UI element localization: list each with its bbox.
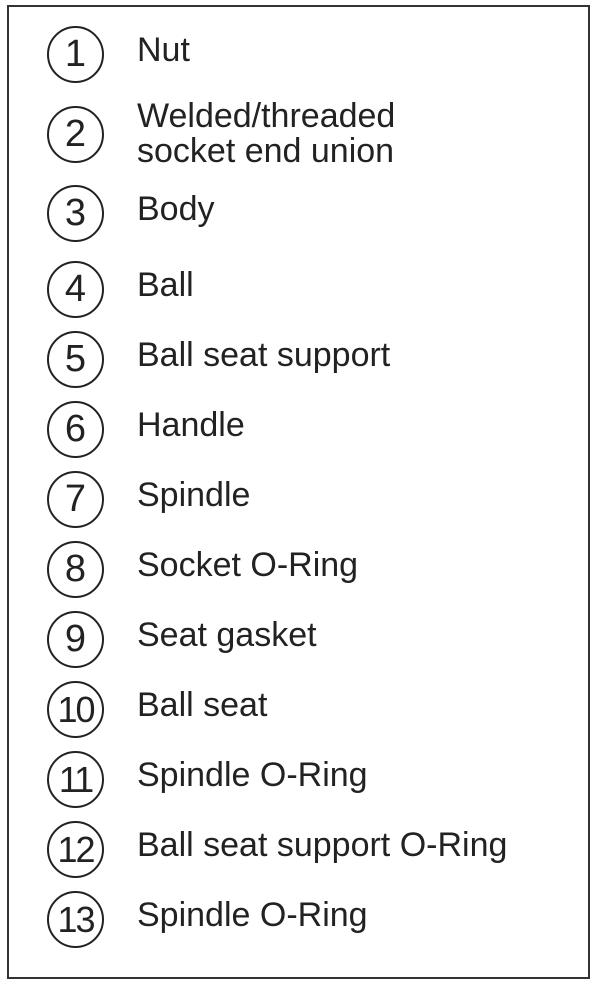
item-label: Ball seat [137, 686, 268, 724]
item-number-badge: 11 [47, 751, 104, 808]
legend-item: 13 Spindle O-Ring [9, 890, 588, 950]
item-number-badge: 6 [47, 401, 104, 458]
legend-item: 7 Spindle [9, 470, 588, 530]
item-number-badge: 12 [47, 821, 104, 878]
item-number-badge: 4 [47, 261, 104, 318]
legend-item: 1 Nut [9, 25, 588, 85]
item-label: Ball seat support O-Ring [137, 826, 508, 864]
legend-item: 11 Spindle O-Ring [9, 750, 588, 810]
legend-item: 9 Seat gasket [9, 610, 588, 670]
legend-item: 6 Handle [9, 400, 588, 460]
item-number-badge: 5 [47, 331, 104, 388]
item-label: Body [137, 190, 215, 228]
item-label-line-2: socket end union [137, 132, 395, 170]
legend-item: 5 Ball seat support [9, 330, 588, 390]
legend-item: 3 Body [9, 184, 588, 244]
legend-item: 2 Welded/threaded socket end union [9, 99, 588, 169]
item-label-line-1: Welded/threaded [137, 97, 396, 135]
item-label: Ball [137, 266, 194, 304]
item-label: Spindle O-Ring [137, 756, 368, 794]
item-number-badge: 7 [47, 471, 104, 528]
item-label: Welded/threaded socket end union [137, 99, 395, 169]
item-number-badge: 8 [47, 541, 104, 598]
item-label: Socket O-Ring [137, 546, 359, 584]
item-label: Seat gasket [137, 616, 317, 654]
item-label: Handle [137, 406, 245, 444]
legend-item: 12 Ball seat support O-Ring [9, 820, 588, 880]
item-number-badge: 3 [47, 185, 104, 242]
legend-item: 8 Socket O-Ring [9, 540, 588, 600]
item-number-badge: 13 [47, 891, 104, 948]
item-number-badge: 9 [47, 611, 104, 668]
item-label: Spindle O-Ring [137, 896, 368, 934]
item-label: Ball seat support [137, 336, 391, 374]
parts-legend: 1 Nut 2 Welded/threaded socket end union… [7, 5, 590, 979]
item-number-badge: 1 [47, 26, 104, 83]
item-number-badge: 10 [47, 681, 104, 738]
legend-item: 10 Ball seat [9, 680, 588, 740]
item-label: Spindle [137, 476, 251, 514]
item-number-badge: 2 [47, 106, 104, 163]
legend-item: 4 Ball [9, 260, 588, 320]
item-label: Nut [137, 31, 190, 69]
